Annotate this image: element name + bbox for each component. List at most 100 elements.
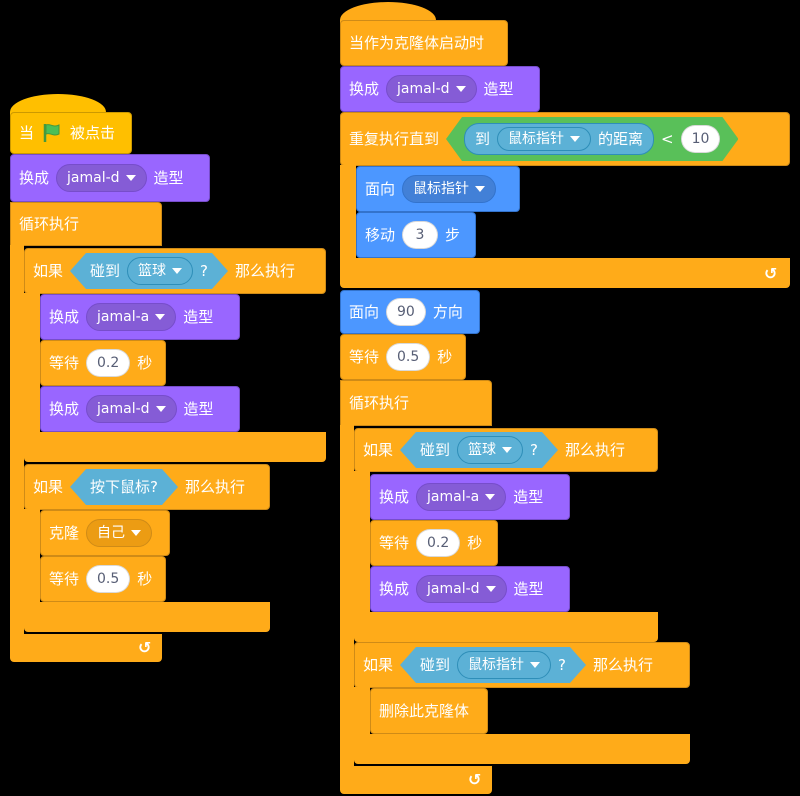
touching-label: 碰到 xyxy=(420,655,451,674)
wait-unit: 秒 xyxy=(137,569,153,588)
forever-bottom[interactable] xyxy=(10,634,162,662)
costume-dropdown[interactable]: jamal-d xyxy=(56,164,147,192)
if-touching-block[interactable]: 如果 碰到 篮球 ? 那么执行 xyxy=(24,248,326,294)
mouse-down-condition[interactable]: 按下鼠标? xyxy=(70,469,178,505)
when-flag-clicked-block[interactable]: 当 被点击 xyxy=(10,112,132,154)
wait-input[interactable]: 0.2 xyxy=(416,529,461,557)
costume-dropdown[interactable]: jamal-d xyxy=(416,575,507,603)
operator-symbol: < xyxy=(661,129,674,148)
wait-label: 等待 xyxy=(349,347,380,366)
switch-costume-a-block[interactable]: 换成 jamal-a 造型 xyxy=(40,294,240,340)
switch-costume-d-block[interactable]: 换成 jamal-d 造型 xyxy=(370,566,570,612)
touching-target-dropdown[interactable]: 鼠标指针 xyxy=(457,651,551,679)
costume-value: jamal-d xyxy=(67,170,120,186)
switch-costume-a-block[interactable]: 换成 jamal-a 造型 xyxy=(370,474,570,520)
costume-dropdown[interactable]: jamal-a xyxy=(86,303,177,331)
move-label: 移动 xyxy=(365,225,396,244)
distance-label: 的距离 xyxy=(598,129,644,148)
move-steps-block[interactable]: 移动 3 步 xyxy=(356,212,476,258)
switch-costume-block[interactable]: 换成 jamal-d 造型 xyxy=(10,154,210,202)
touching-target-dropdown[interactable]: 篮球 xyxy=(127,257,193,285)
if-label: 如果 xyxy=(363,655,394,674)
wait-block[interactable]: 等待 0.5 秒 xyxy=(340,334,466,380)
forever-label: 循环执行 xyxy=(19,214,80,233)
touching-condition[interactable]: 碰到 篮球 ? xyxy=(400,432,558,468)
caret-down-icon xyxy=(570,136,580,142)
wait-input[interactable]: 0.5 xyxy=(386,343,431,371)
delete-clone-block[interactable]: 删除此克隆体 xyxy=(370,688,488,734)
point-towards-block[interactable]: 面向 鼠标指针 xyxy=(356,166,520,212)
point-target-dropdown[interactable]: 鼠标指针 xyxy=(402,175,497,203)
clone-label: 克隆 xyxy=(49,523,80,542)
then-label: 那么执行 xyxy=(565,440,626,459)
forever-arm xyxy=(10,245,24,635)
costume-dropdown[interactable]: jamal-a xyxy=(416,483,507,511)
create-clone-block[interactable]: 克隆 自己 xyxy=(40,510,170,556)
wait-input[interactable]: 0.2 xyxy=(86,349,131,377)
costume-dropdown[interactable]: jamal-d xyxy=(386,75,477,103)
touching-label: 碰到 xyxy=(420,440,451,459)
wait-label: 等待 xyxy=(379,533,410,552)
when-start-as-clone-block[interactable]: 当作为克隆体启动时 xyxy=(340,20,508,66)
steps-input[interactable]: 3 xyxy=(402,221,439,249)
if1-arm xyxy=(24,293,40,433)
touching-condition[interactable]: 碰到 篮球 ? xyxy=(70,253,228,289)
distance-target-dropdown[interactable]: 鼠标指针 xyxy=(497,127,591,151)
forever-block[interactable]: 循环执行 xyxy=(340,380,492,426)
repeat-until-bottom[interactable] xyxy=(340,258,790,288)
hat-prefix: 当 xyxy=(19,123,35,142)
switch-suffix: 造型 xyxy=(153,168,184,187)
wait-block[interactable]: 等待 0.5 秒 xyxy=(40,556,166,602)
caret-down-icon xyxy=(125,175,136,181)
wait-unit: 秒 xyxy=(467,533,483,552)
switch-suffix: 造型 xyxy=(513,579,544,598)
if-mouse-down-block[interactable]: 如果 按下鼠标? 那么执行 xyxy=(24,464,270,510)
if-touching-mouse-block[interactable]: 如果 碰到 鼠标指针 ? 那么执行 xyxy=(354,642,690,688)
switch-suffix: 造型 xyxy=(183,307,214,326)
forever-block[interactable]: 循环执行 xyxy=(10,202,162,246)
if-label: 如果 xyxy=(33,261,64,280)
wait-block[interactable]: 等待 0.2 秒 xyxy=(370,520,498,566)
then-label: 那么执行 xyxy=(593,655,654,674)
caret-down-icon xyxy=(475,186,486,192)
if1-bottom xyxy=(354,612,658,642)
forever-bottom[interactable] xyxy=(340,766,492,794)
touching-condition[interactable]: 碰到 鼠标指针 ? xyxy=(400,647,586,683)
point-label: 面向 xyxy=(349,302,380,321)
switch-label: 换成 xyxy=(379,487,410,506)
touching-target-dropdown[interactable]: 篮球 xyxy=(457,436,523,464)
green-flag-icon xyxy=(41,122,63,144)
if2-bottom xyxy=(24,602,270,632)
loop-arrow-icon: ↺ xyxy=(764,264,778,283)
caret-down-icon xyxy=(155,314,166,320)
if-touching-block[interactable]: 如果 碰到 篮球 ? 那么执行 xyxy=(354,428,658,472)
point-label: 面向 xyxy=(365,179,396,198)
forever-arm xyxy=(340,425,354,767)
wait-input[interactable]: 0.5 xyxy=(86,565,131,593)
caret-down-icon xyxy=(155,406,166,412)
point-direction-block[interactable]: 面向 90 方向 xyxy=(340,290,480,334)
repeat-until-block[interactable]: 重复执行直到 到 鼠标指针 的距离 < 10 xyxy=(340,112,790,166)
delete-clone-label: 删除此克隆体 xyxy=(379,701,470,720)
switch-costume-block[interactable]: 换成 jamal-d 造型 xyxy=(340,66,540,112)
if-label: 如果 xyxy=(33,477,64,496)
less-than-condition[interactable]: 到 鼠标指针 的距离 < 10 xyxy=(446,117,738,161)
caret-down-icon xyxy=(172,268,182,274)
costume-dropdown[interactable]: jamal-d xyxy=(86,395,177,423)
switch-label: 换成 xyxy=(49,399,80,418)
costume-value: jamal-a xyxy=(427,489,480,505)
direction-input[interactable]: 90 xyxy=(386,298,426,326)
compare-value-input[interactable]: 10 xyxy=(681,125,721,153)
wait-label: 等待 xyxy=(49,353,80,372)
switch-costume-d-block[interactable]: 换成 jamal-d 造型 xyxy=(40,386,240,432)
clone-target-dropdown[interactable]: 自己 xyxy=(86,519,153,547)
loop-arrow-icon: ↺ xyxy=(138,638,152,657)
repeat-until-arm xyxy=(340,165,356,259)
wait-block[interactable]: 等待 0.2 秒 xyxy=(40,340,166,386)
repeat-until-label: 重复执行直到 xyxy=(349,129,440,148)
distance-to-reporter[interactable]: 到 鼠标指针 的距离 xyxy=(464,123,654,155)
question-mark: ? xyxy=(530,440,538,459)
target-value: 篮球 xyxy=(468,442,497,458)
to-label: 到 xyxy=(475,129,491,148)
switch-suffix: 造型 xyxy=(183,399,214,418)
